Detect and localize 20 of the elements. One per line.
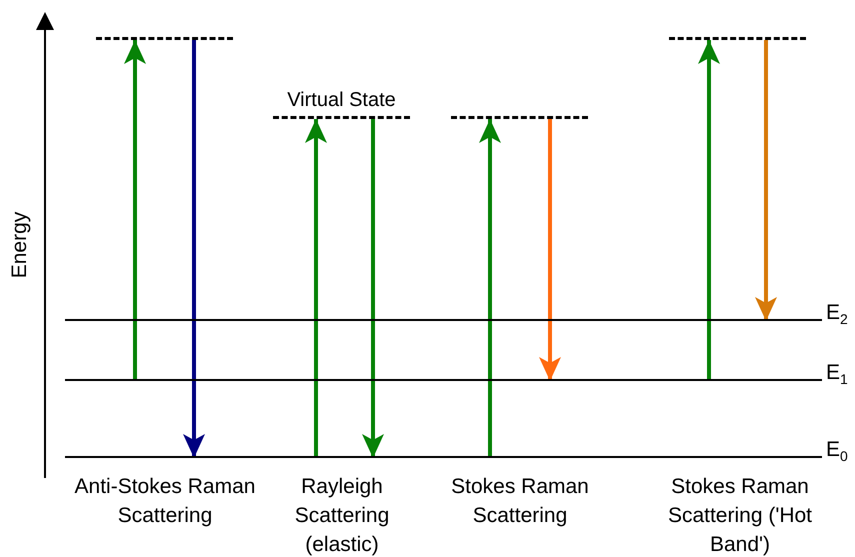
transition-arrow: [305, 119, 327, 458]
scattering-caption: Stokes Raman Scattering ('Hot Band'): [666, 474, 814, 557]
level-label: E$_{1}$: [826, 360, 848, 389]
level-label: E$_{2}$: [826, 300, 848, 329]
transition-arrow: [698, 40, 720, 381]
scattering-caption: Rayleigh Scattering (elastic): [294, 474, 390, 557]
transition-arrow: [755, 40, 777, 321]
transition-arrow: [183, 40, 205, 458]
virtual-state-line: [669, 37, 806, 40]
transition-arrow: [539, 119, 561, 381]
scattering-caption: Stokes Raman Scattering: [450, 474, 590, 529]
transition-arrow: [479, 119, 501, 458]
axis-label: Energy: [8, 212, 32, 278]
scattering-caption: Anti-Stokes Raman Scattering: [74, 474, 256, 529]
virtual-state-line: [451, 116, 588, 119]
transition-arrow: [124, 40, 146, 381]
virtual-state-line: [96, 37, 233, 40]
state-label: Virtual State: [286, 88, 397, 112]
transition-arrow: [362, 119, 384, 458]
level-label: E$_{0}$: [826, 438, 848, 466]
